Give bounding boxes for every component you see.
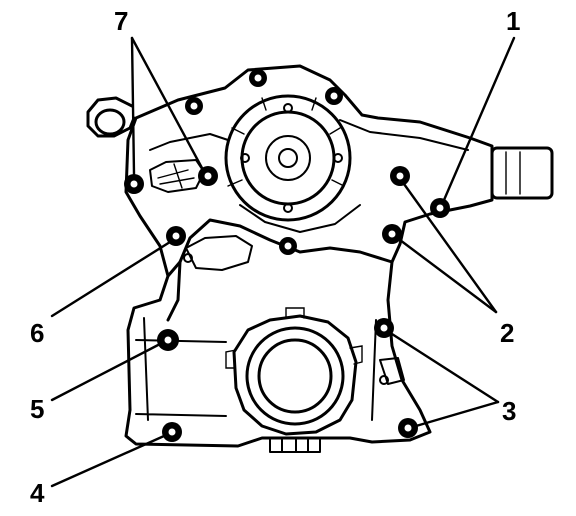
pulley-hole-left [240,153,250,163]
bolt-4 [162,422,182,442]
leader-2a [402,182,498,314]
leader-7b [130,36,204,170]
callout-4: 4 [30,478,45,508]
callout-labels: 1 2 3 4 5 6 7 [30,6,520,508]
leader-6 [50,240,172,318]
pulley-outer-rim [224,94,352,222]
leader-3a [390,332,500,404]
timing-cover-inner [135,317,377,421]
housing-bracket [185,235,253,271]
callout-6: 6 [30,318,44,348]
pulley-hole-top [283,103,293,113]
callout-1: 1 [506,6,520,36]
callout-2: 2 [500,318,514,348]
hose-neck [86,96,136,138]
bolt-1 [430,198,450,218]
housing-outline [124,64,494,278]
crankshaft-seal [225,307,363,436]
bolts [124,69,450,442]
leader-2b [398,238,498,314]
leader-3b [414,400,500,428]
water-pump-pulley [224,94,352,222]
housing-bracket-hole [183,253,193,263]
leader-4 [50,434,166,488]
water-pump-housing [124,64,494,278]
bolt-7-right [198,166,218,186]
pulley-hub [265,135,311,181]
timing-cover-outline [124,260,432,448]
thermostat-bracket [149,159,205,193]
leader-7a [130,36,136,176]
timing-cover-tabs [269,437,321,453]
bolt-upper-2 [185,97,203,115]
bolt-5 [157,329,179,351]
pulley-ticks [227,97,345,187]
bolt-upper-3 [325,87,343,105]
rib-hole [379,375,389,385]
bolt-3-upper [374,318,394,338]
leader-1 [442,36,516,202]
callout-7: 7 [114,6,128,36]
outlet-pipe-ribs [505,151,521,195]
outlet-pipe [490,146,554,200]
hose-loop-inner [94,108,126,136]
seal-inner-ring [257,338,333,414]
leader-lines [50,36,516,488]
bolt-2-upper [390,166,410,186]
seal-boss [232,314,358,436]
pulley-hole-bottom [283,203,293,213]
hose-loop [86,96,136,138]
bolt-pump-bottom [279,237,297,255]
callout-3: 3 [502,396,516,426]
leader-5 [50,342,162,402]
bolt-6 [166,226,186,246]
callout-5: 5 [30,394,44,424]
pulley-center [278,148,298,168]
bolt-3-lower [398,418,418,438]
seal-bolt-lugs [225,307,363,369]
bolt-upper-1 [249,69,267,87]
bolt-7-left [124,174,144,194]
housing-inner-contour [149,119,469,233]
timing-cover [124,260,432,453]
pulley-hole-right [333,153,343,163]
outlet-pipe-body [490,146,554,200]
pulley-inner-rim [240,110,336,206]
seal-outer-ring [245,326,345,426]
bolt-2-lower [382,224,402,244]
bracket-hatching [157,163,195,189]
